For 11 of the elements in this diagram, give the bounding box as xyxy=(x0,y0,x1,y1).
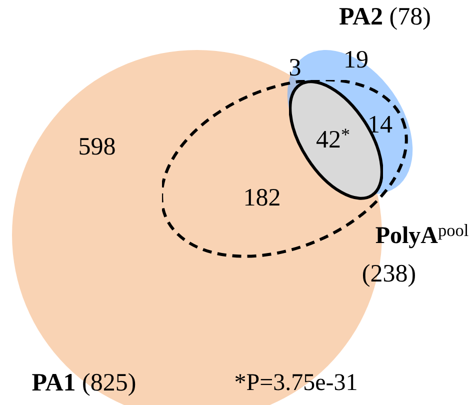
region-count: 598 xyxy=(78,134,116,160)
region-count: 14 xyxy=(368,112,392,138)
set-label: (238) xyxy=(362,262,416,286)
footnote: *P=3.75e-31 xyxy=(234,371,358,395)
set-label: PA1 (825) xyxy=(32,370,136,396)
region-count: 19 xyxy=(344,48,368,72)
region-count: 42$^{*}$ xyxy=(316,128,350,152)
region-count: 3 xyxy=(288,56,302,80)
set-label: PA2 (78) xyxy=(339,4,431,30)
set-label: PolyA$^{pool}$ xyxy=(375,224,469,248)
region-count: 182 xyxy=(243,186,281,210)
